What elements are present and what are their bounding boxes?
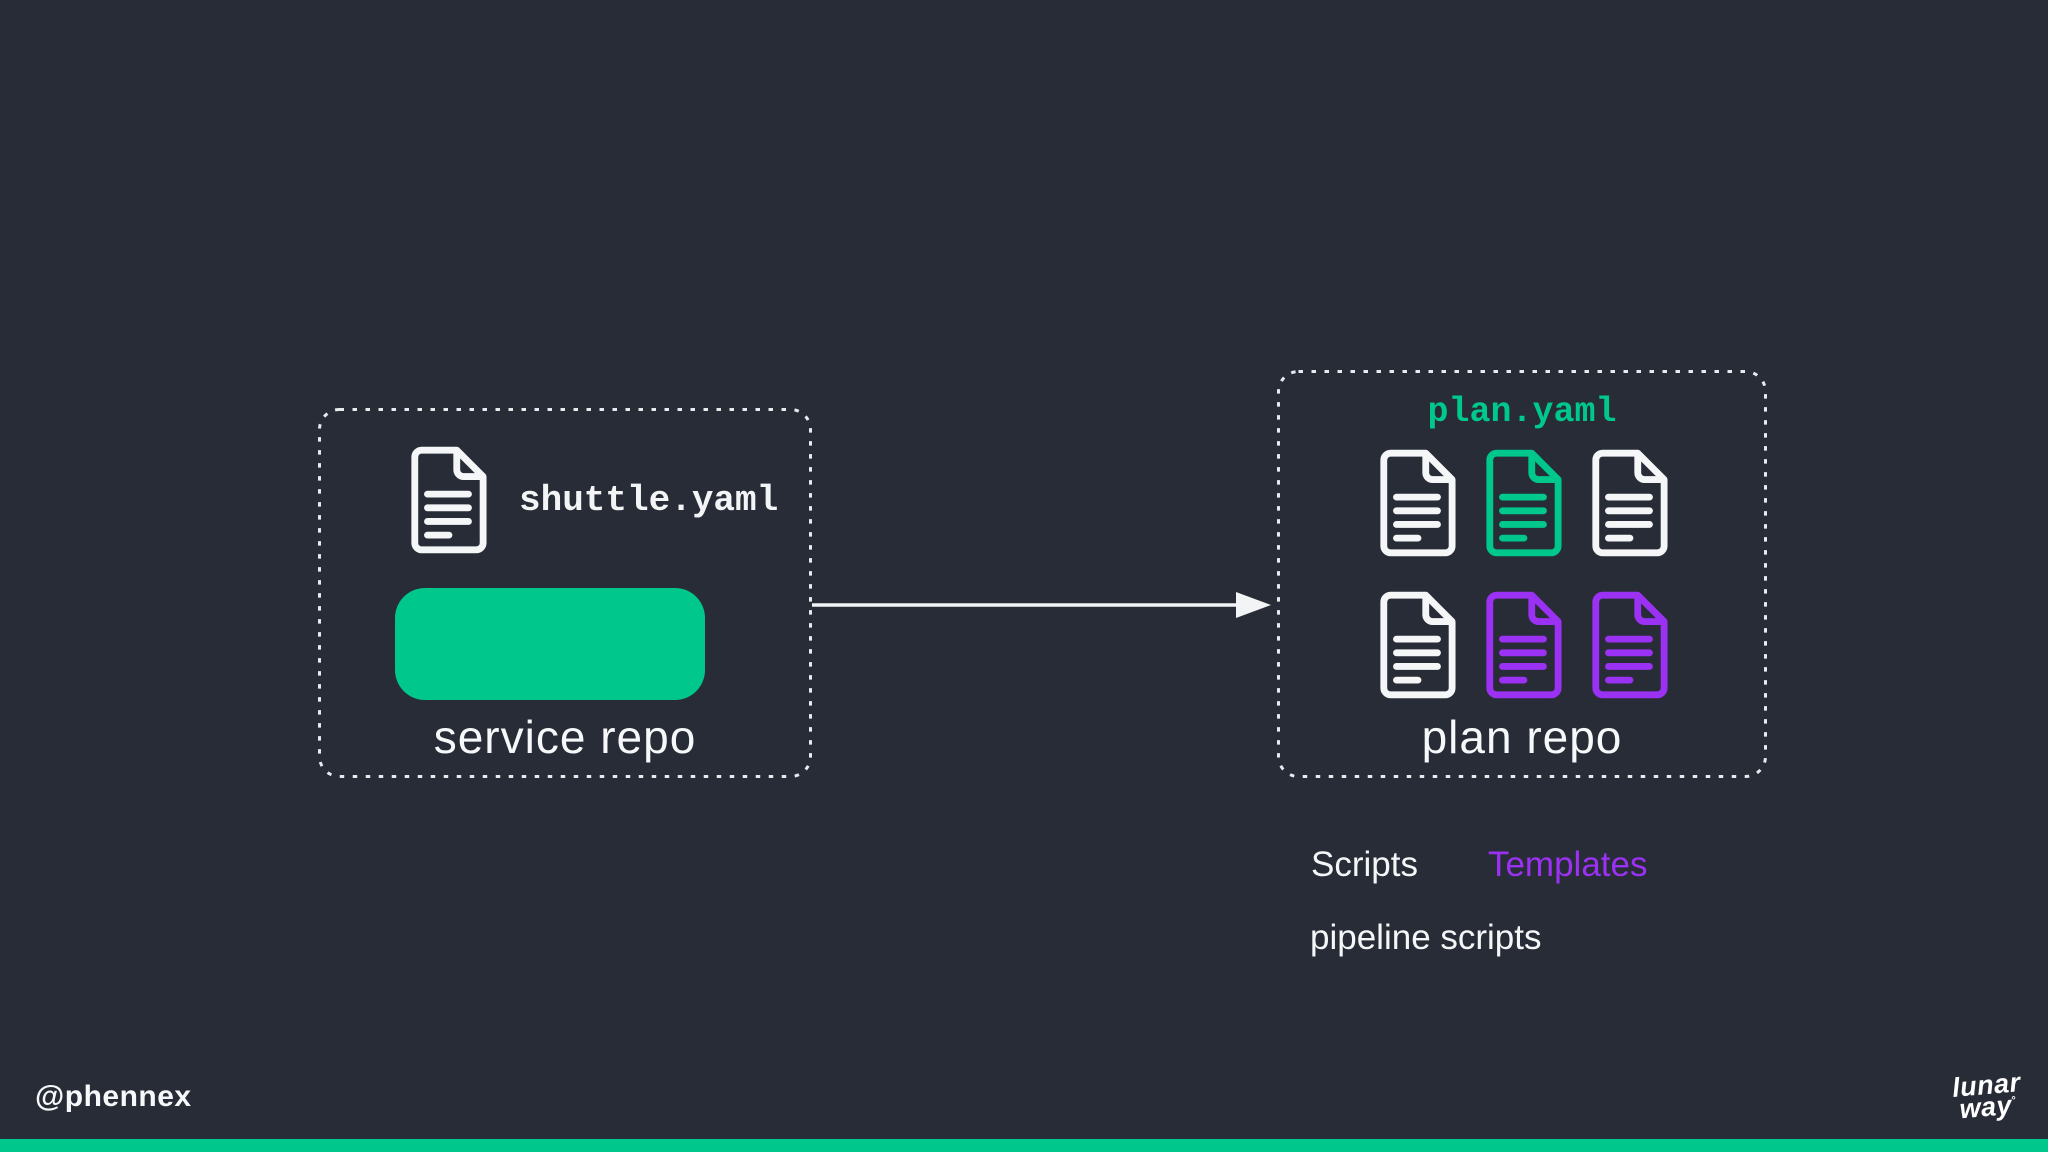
document-icon-purple (1587, 590, 1669, 700)
service-repo-label: service repo (433, 711, 697, 763)
flow-arrow (812, 592, 1271, 618)
shuttle-file-label: shuttle.yaml (519, 479, 779, 521)
document-icon-green (1481, 448, 1563, 558)
legend-scripts-label: Scripts (1311, 845, 1418, 884)
shuttle-file-row: shuttle.yaml (406, 444, 778, 556)
plan-box-dotted-border (1277, 370, 1767, 778)
author-handle: @phennex (35, 1080, 192, 1113)
plan-doc-grid (1277, 448, 1767, 700)
document-icon-white (1375, 448, 1457, 558)
document-icon-white (1375, 590, 1457, 700)
plan-repo-box: plan.yaml (1277, 370, 1767, 778)
legend-templates-label: Templates (1487, 845, 1648, 884)
document-icon-white (1587, 448, 1669, 558)
logo-line2: way (1958, 1090, 2014, 1125)
plan-repo-label: plan repo (1421, 711, 1623, 763)
lunarway-logo: lunar way° (1951, 1067, 2024, 1125)
bottom-accent-bar (0, 1139, 2048, 1152)
plan-yaml-title: plan.yaml (1427, 392, 1617, 432)
document-icon-purple (1481, 590, 1563, 700)
legend-caption: pipeline scripts (1310, 918, 1542, 957)
document-icon (406, 445, 488, 555)
service-box-dotted-border (318, 408, 812, 778)
pipeline-pill (395, 588, 705, 700)
legend-row: Scripts Templates (1311, 845, 1648, 885)
service-repo-box: shuttle.yaml service repo (318, 408, 812, 778)
